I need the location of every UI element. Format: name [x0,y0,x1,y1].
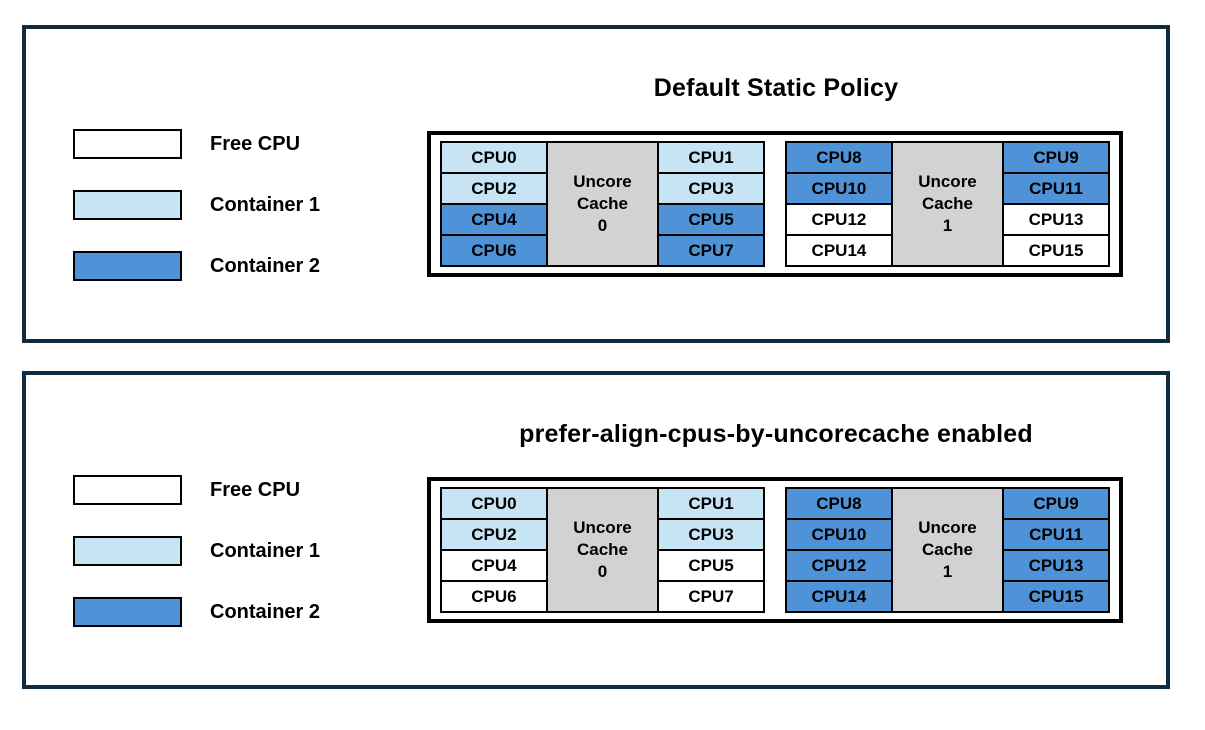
legend-row-container-1: Container 1 [73,536,320,566]
cpu8-cell: CPU8 [787,143,891,172]
cpu5-cell: CPU5 [659,205,763,234]
legend-swatch-free-cpu [73,475,182,505]
cpu10-cell: CPU10 [787,174,891,203]
cpu1-cell: CPU1 [659,489,763,518]
legend-swatch-container-2 [73,251,182,281]
legend-label-free-cpu: Free CPU [210,132,301,155]
uncore-cache-1-label: Uncore Cache 1 [918,171,977,236]
legend-row-free-cpu: Free CPU [73,475,300,505]
uncore-cache-0-group: CPU0 CPU2 CPU4 CPU6 Uncore Cache 0 CPU1 … [440,141,765,267]
legend-row-container-2: Container 2 [73,597,320,627]
cpu11-cell: CPU11 [1004,520,1108,549]
legend-row-container-1: Container 1 [73,190,320,220]
cpu15-cell: CPU15 [1004,236,1108,265]
cpu13-cell: CPU13 [1004,551,1108,580]
cpu12-cell: CPU12 [787,551,891,580]
cpu7-cell: CPU7 [659,236,763,265]
default-static-policy-panel: Default Static Policy Free CPU Container… [22,25,1170,343]
uncore-cache-0-label: Uncore Cache 0 [573,517,632,582]
cpu2-cell: CPU2 [442,520,546,549]
cpu3-cell: CPU3 [659,520,763,549]
socket-diagram-default: CPU0 CPU2 CPU4 CPU6 Uncore Cache 0 CPU1 … [427,131,1123,277]
cpu15-cell: CPU15 [1004,582,1108,611]
cpu14-cell: CPU14 [787,236,891,265]
socket-diagram-aligned: CPU0 CPU2 CPU4 CPU6 Uncore Cache 0 CPU1 … [427,477,1123,623]
legend-swatch-container-1 [73,190,182,220]
panel-title-aligned: prefer-align-cpus-by-uncorecache enabled [519,420,1033,448]
uncore-cache-1-cell: Uncore Cache 1 [892,489,1003,611]
uncore-cache-0-cell: Uncore Cache 0 [547,489,658,611]
uncore-cache-1-group: CPU8 CPU10 CPU12 CPU14 Uncore Cache 1 CP… [785,141,1110,267]
legend-label-container-1: Container 1 [210,193,321,216]
uncore-cache-1-label: Uncore Cache 1 [918,517,977,582]
uncorecache-aligned-policy-panel: prefer-align-cpus-by-uncorecache enabled… [22,371,1170,689]
uncore-cache-0-group: CPU0 CPU2 CPU4 CPU6 Uncore Cache 0 CPU1 … [440,487,765,613]
cpu4-cell: CPU4 [442,551,546,580]
cpu8-cell: CPU8 [787,489,891,518]
cpu14-cell: CPU14 [787,582,891,611]
cpu0-cell: CPU0 [442,143,546,172]
legend-row-container-2: Container 2 [73,251,320,281]
cpu9-cell: CPU9 [1004,143,1108,172]
legend-label-container-2: Container 2 [210,254,321,277]
legend-label-free-cpu: Free CPU [210,478,301,501]
cpu11-cell: CPU11 [1004,174,1108,203]
legend-row-free-cpu: Free CPU [73,129,300,159]
legend-swatch-container-2 [73,597,182,627]
uncore-cache-1-group: CPU8 CPU10 CPU12 CPU14 Uncore Cache 1 CP… [785,487,1110,613]
cpu6-cell: CPU6 [442,582,546,611]
cpu2-cell: CPU2 [442,174,546,203]
uncore-cache-1-cell: Uncore Cache 1 [892,143,1003,265]
cpu10-cell: CPU10 [787,520,891,549]
uncore-cache-0-label: Uncore Cache 0 [573,171,632,236]
cpu13-cell: CPU13 [1004,205,1108,234]
cpu1-cell: CPU1 [659,143,763,172]
cpu6-cell: CPU6 [442,236,546,265]
legend-label-container-2: Container 2 [210,600,321,623]
legend-swatch-container-1 [73,536,182,566]
cpu3-cell: CPU3 [659,174,763,203]
cpu9-cell: CPU9 [1004,489,1108,518]
legend-label-container-1: Container 1 [210,539,321,562]
cpu0-cell: CPU0 [442,489,546,518]
panel-title-default: Default Static Policy [653,74,899,102]
cpu5-cell: CPU5 [659,551,763,580]
cpu7-cell: CPU7 [659,582,763,611]
uncore-cache-0-cell: Uncore Cache 0 [547,143,658,265]
cpu4-cell: CPU4 [442,205,546,234]
legend-swatch-free-cpu [73,129,182,159]
cpu12-cell: CPU12 [787,205,891,234]
